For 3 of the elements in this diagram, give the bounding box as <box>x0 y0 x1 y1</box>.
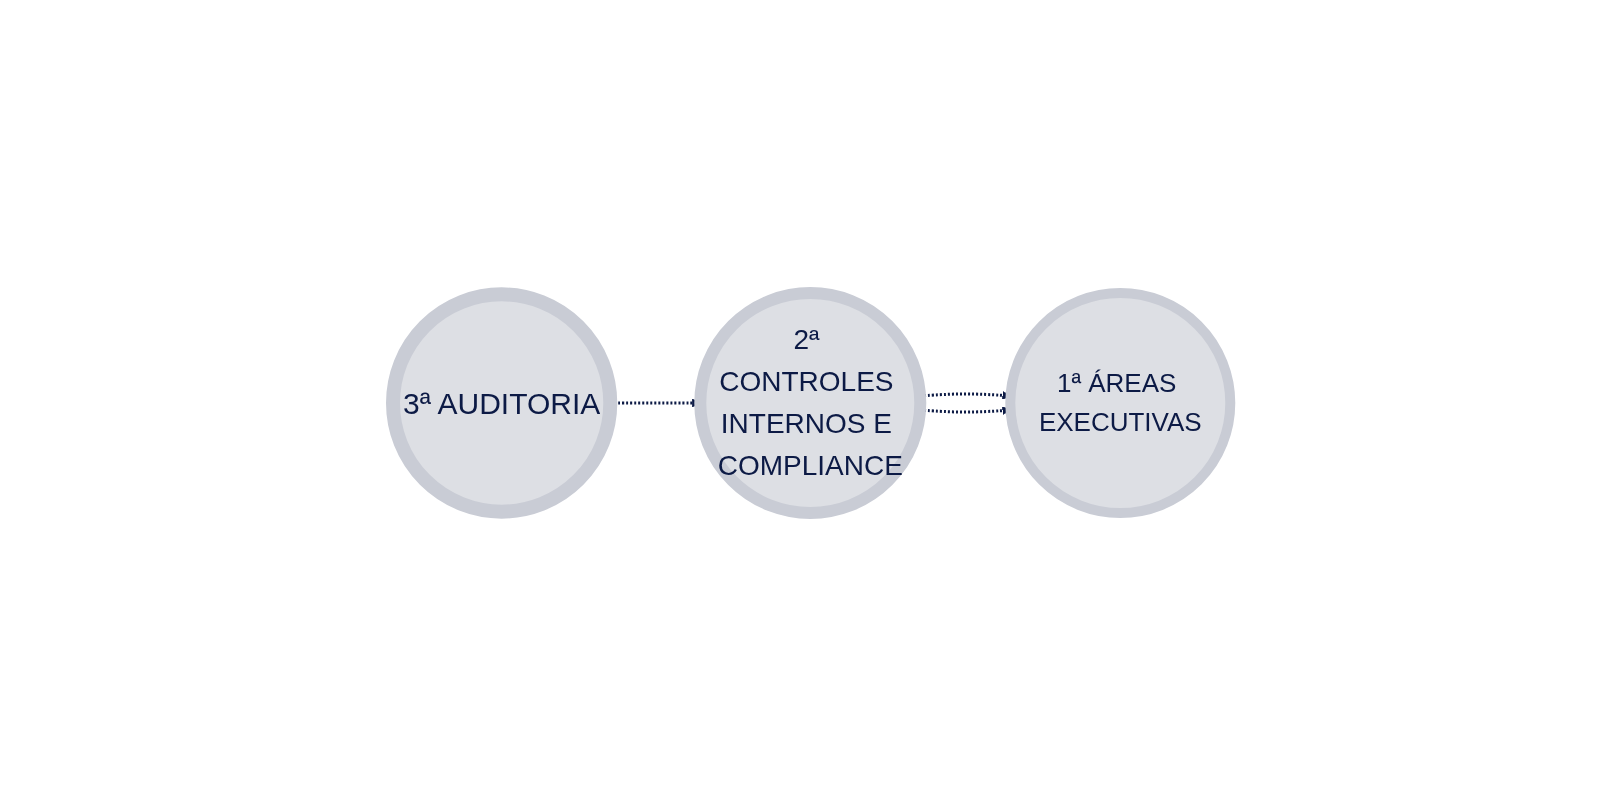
node-circle: 2ª CONTROLES INTERNOS E COMPLIANCE <box>694 286 927 519</box>
node-circle: 1ª ÁREAS EXECUTIVAS <box>1005 287 1236 518</box>
node-circle: 3ª AUDITORIA <box>386 286 618 519</box>
